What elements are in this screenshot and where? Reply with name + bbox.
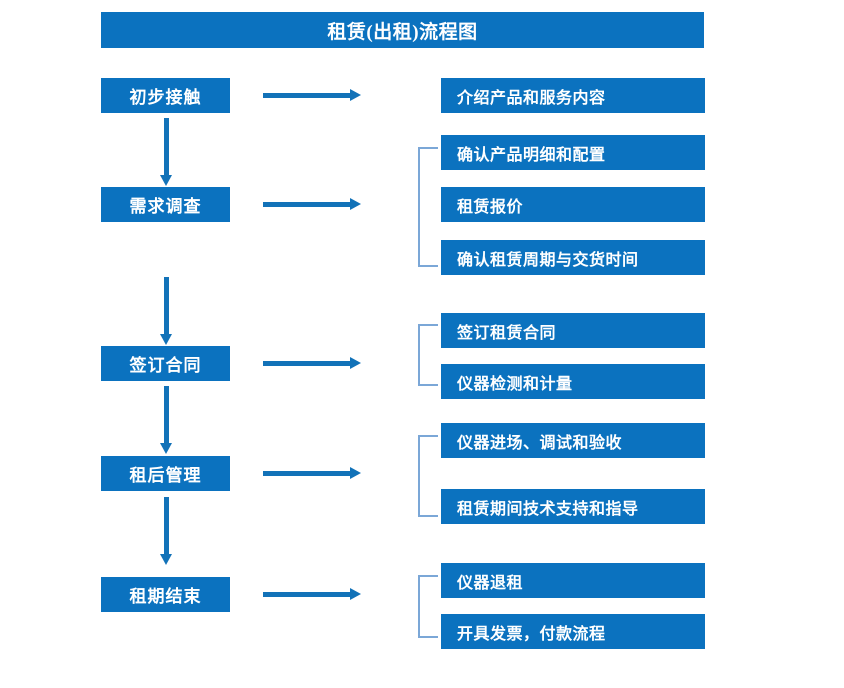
right-arrow-icon-1	[263, 88, 361, 102]
right-arrow-icon-4	[263, 466, 361, 480]
down-arrow-icon-4	[160, 497, 173, 565]
stage-box-1[interactable]: 初步接触	[101, 78, 230, 113]
arrow-head	[350, 588, 361, 600]
detail-box-1-1[interactable]: 介绍产品和服务内容	[441, 78, 705, 113]
detail-box-2-2[interactable]: 租赁报价	[441, 187, 705, 222]
detail-box-4-2[interactable]: 租赁期间技术支持和指导	[441, 489, 705, 524]
detail-box-3-1[interactable]: 签订租赁合同	[441, 313, 705, 348]
diagram-title: 租赁(出租)流程图	[101, 12, 704, 48]
arrow-head	[350, 357, 361, 369]
arrow-head	[350, 467, 361, 479]
down-arrow-icon-3	[160, 386, 173, 454]
bracket-icon-4	[418, 435, 438, 517]
arrow-head	[160, 334, 172, 345]
arrow-shaft	[164, 497, 169, 554]
detail-box-4-1[interactable]: 仪器进场、调试和验收	[441, 423, 705, 458]
bracket-icon-3	[418, 324, 438, 386]
arrow-head	[350, 198, 361, 210]
arrow-head	[160, 443, 172, 454]
right-arrow-icon-3	[263, 356, 361, 370]
detail-box-3-2[interactable]: 仪器检测和计量	[441, 364, 705, 399]
stage-box-2[interactable]: 需求调查	[101, 187, 230, 222]
arrow-shaft	[263, 592, 351, 597]
arrow-head	[160, 175, 172, 186]
arrow-shaft	[164, 277, 169, 334]
arrow-shaft	[263, 471, 351, 476]
bracket-icon-5	[418, 575, 438, 638]
down-arrow-icon-1	[160, 118, 173, 186]
arrow-shaft	[164, 118, 169, 175]
arrow-shaft	[263, 361, 351, 366]
stage-box-5[interactable]: 租期结束	[101, 577, 230, 612]
stage-box-3[interactable]: 签订合同	[101, 346, 230, 381]
right-arrow-icon-5	[263, 587, 361, 601]
arrow-shaft	[263, 93, 351, 98]
bracket-icon-2	[418, 147, 438, 267]
detail-box-5-1[interactable]: 仪器退租	[441, 563, 705, 598]
detail-box-5-2[interactable]: 开具发票，付款流程	[441, 614, 705, 649]
arrow-shaft	[263, 202, 351, 207]
down-arrow-icon-2	[160, 277, 173, 345]
detail-box-2-3[interactable]: 确认租赁周期与交货时间	[441, 240, 705, 275]
stage-box-4[interactable]: 租后管理	[101, 456, 230, 491]
arrow-head	[350, 89, 361, 101]
right-arrow-icon-2	[263, 197, 361, 211]
arrow-shaft	[164, 386, 169, 443]
arrow-head	[160, 554, 172, 565]
detail-box-2-1[interactable]: 确认产品明细和配置	[441, 135, 705, 170]
